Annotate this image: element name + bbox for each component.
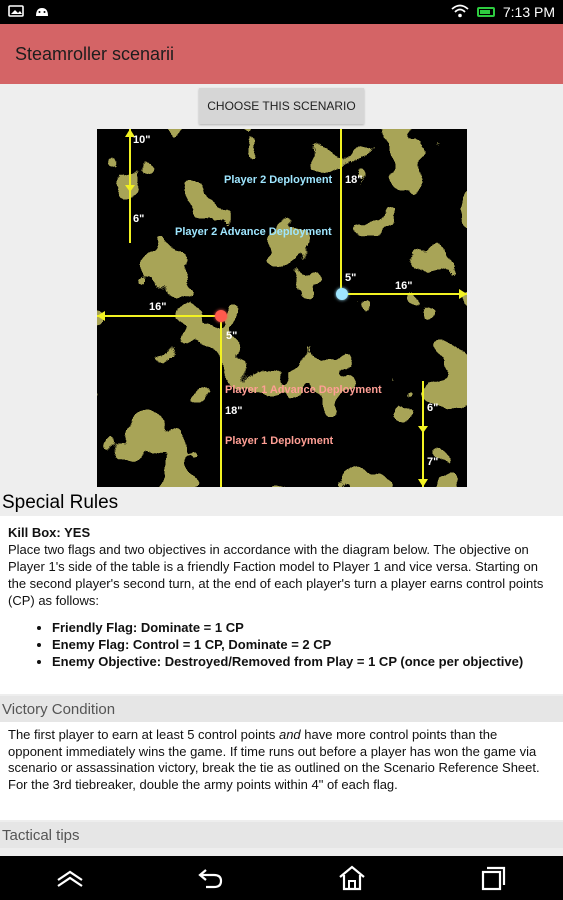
cp-list-item: Enemy Flag: Control = 1 CP, Dominate = 2…	[52, 636, 555, 653]
label-p1-18: 18"	[225, 405, 242, 417]
app-bar: Steamroller scenarii	[0, 24, 563, 84]
victory-condition-heading: Victory Condition	[0, 696, 563, 722]
recent-apps-icon[interactable]	[478, 865, 508, 891]
status-bar: 7:13 PM	[0, 0, 563, 24]
cp-list-item: Enemy Objective: Destroyed/Removed from …	[52, 653, 555, 670]
gallery-notification-icon	[8, 4, 24, 20]
label-p2-deployment: Player 2 Deployment	[224, 174, 333, 186]
label-p2-18: 18"	[345, 174, 362, 186]
navigation-bar	[0, 856, 563, 900]
label-p1-advance: Player 1 Advance Deployment	[225, 384, 382, 396]
tactical-tips-heading[interactable]: Tactical tips	[0, 822, 563, 848]
back-icon[interactable]	[196, 866, 226, 890]
label-obj-right-5: 5"	[345, 272, 356, 284]
clock: 7:13 PM	[502, 4, 555, 20]
hide-keyboard-icon[interactable]	[55, 867, 85, 889]
cp-list: Friendly Flag: Dominate = 1 CP Enemy Fla…	[8, 619, 555, 670]
special-rules-box: Kill Box: YES Place two flags and two ob…	[0, 516, 563, 694]
terrain-camo	[97, 129, 467, 487]
p1-objective-marker	[215, 310, 227, 322]
label-p1-deployment: Player 1 Deployment	[225, 435, 334, 447]
label-top-6: 6"	[133, 213, 144, 225]
home-icon[interactable]	[337, 865, 367, 891]
scenario-map: 10" Player 2 Deployment 18" 6" Player 2 …	[97, 129, 467, 487]
victory-condition-text: The first player to earn at least 5 cont…	[0, 722, 563, 820]
p2-objective-marker	[336, 288, 348, 300]
label-bottom-7: 7"	[427, 456, 438, 468]
scenario-content[interactable]: CHOOSE THIS SCENARIO	[0, 84, 563, 856]
label-p2-advance: Player 2 Advance Deployment	[175, 226, 332, 238]
label-top-10: 10"	[133, 134, 150, 146]
special-rules-intro: Place two flags and two objectives in ac…	[8, 542, 544, 608]
label-left-16: 16"	[149, 301, 166, 313]
kill-box-text: Kill Box: YES	[8, 525, 91, 540]
choose-scenario-button[interactable]: CHOOSE THIS SCENARIO	[199, 88, 364, 124]
label-bottom-6: 6"	[427, 402, 438, 414]
battery-icon	[476, 7, 495, 17]
special-rules-heading: Special Rules	[2, 492, 119, 513]
app-title: Steamroller scenarii	[15, 43, 175, 64]
label-right-16: 16"	[395, 280, 412, 292]
label-obj-left-5: 5"	[226, 330, 237, 342]
android-notification-icon	[34, 4, 50, 20]
cp-list-item: Friendly Flag: Dominate = 1 CP	[52, 619, 555, 636]
wifi-icon	[451, 4, 469, 21]
scenario-diagram: 10" Player 2 Deployment 18" 6" Player 2 …	[97, 129, 467, 487]
